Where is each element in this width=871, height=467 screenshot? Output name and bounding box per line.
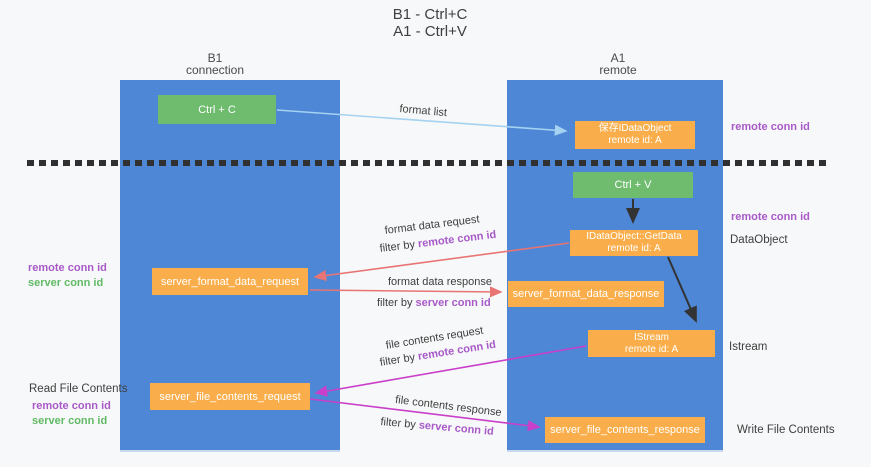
title-line-1: B1 - Ctrl+C: [392, 6, 468, 23]
file-contents-response-label: file contents response: [394, 394, 503, 419]
server-file-contents-request-box: server_file_contents_request: [150, 383, 310, 410]
column-header-b1-role: connection: [185, 63, 245, 77]
ctrl-v-box: Ctrl + V: [573, 172, 693, 198]
server-format-data-request-box: server_format_data_request: [152, 268, 308, 295]
server-file-contents-response-box: server_file_contents_response: [545, 417, 705, 443]
column-header-b1: B1 connection: [160, 52, 270, 76]
format-data-response-filter-label: filter by server conn id: [377, 297, 491, 309]
idataobject-getdata-line1: IDataObject::GetData: [586, 231, 682, 242]
filter-by-text: filter by: [379, 350, 419, 369]
column-header-b1-name: B1: [207, 51, 223, 65]
column-header-a1-role: remote: [599, 63, 637, 77]
filter-by-text: filter by: [377, 297, 416, 309]
dataobject-label: DataObject: [730, 234, 788, 246]
column-header-a1: A1 remote: [563, 52, 673, 76]
format-data-response-label: format data response: [388, 276, 492, 288]
remote-conn-id-label-left-2: remote conn id: [32, 400, 111, 412]
idataobject-getdata-box: IDataObject::GetData remote id: A: [570, 230, 698, 256]
remote-conn-id-label-top-right: remote conn id: [731, 121, 810, 133]
write-file-contents-label: Write File Contents: [737, 424, 835, 436]
remote-conn-id-label-left-1: remote conn id: [28, 262, 107, 274]
remote-conn-id-label-right: remote conn id: [731, 211, 810, 223]
column-header-a1-name: A1: [610, 51, 626, 65]
filter-by-text: filter by: [379, 238, 419, 255]
istream-label: Istream: [729, 341, 768, 353]
file-contents-response-filter-label: filter by server conn id: [380, 416, 494, 438]
page-title: B1 - Ctrl+C A1 - Ctrl+V: [330, 6, 530, 40]
server-conn-id-label-left-2: server conn id: [32, 415, 108, 427]
server-conn-id-label-left-1: server conn id: [28, 277, 104, 289]
save-idataobject-box: 保存IDataObject remote id: A: [575, 121, 695, 149]
ctrl-c-box: Ctrl + C: [158, 95, 276, 124]
server-conn-id-text: server conn id: [415, 297, 491, 309]
istream-line2: remote id: A: [624, 343, 679, 355]
title-line-2: A1 - Ctrl+V: [393, 23, 467, 40]
read-file-contents-label: Read File Contents: [29, 383, 128, 395]
format-list-label: format list: [398, 103, 448, 120]
save-idataobject-line2: remote id: A: [608, 135, 662, 146]
idataobject-getdata-line2: remote id: A: [607, 243, 661, 254]
remote-conn-id-text: remote conn id: [417, 228, 497, 251]
server-conn-id-text: server conn id: [418, 419, 495, 438]
filter-by-text: filter by: [379, 416, 420, 432]
save-idataobject-line1: 保存IDataObject: [598, 123, 672, 134]
istream-box: IStream remote id: A: [588, 330, 715, 357]
istream-line1: IStream: [633, 331, 669, 343]
phase-separator-dashed-line: [27, 160, 831, 166]
server-format-data-response-box: server_format_data_response: [508, 281, 664, 307]
